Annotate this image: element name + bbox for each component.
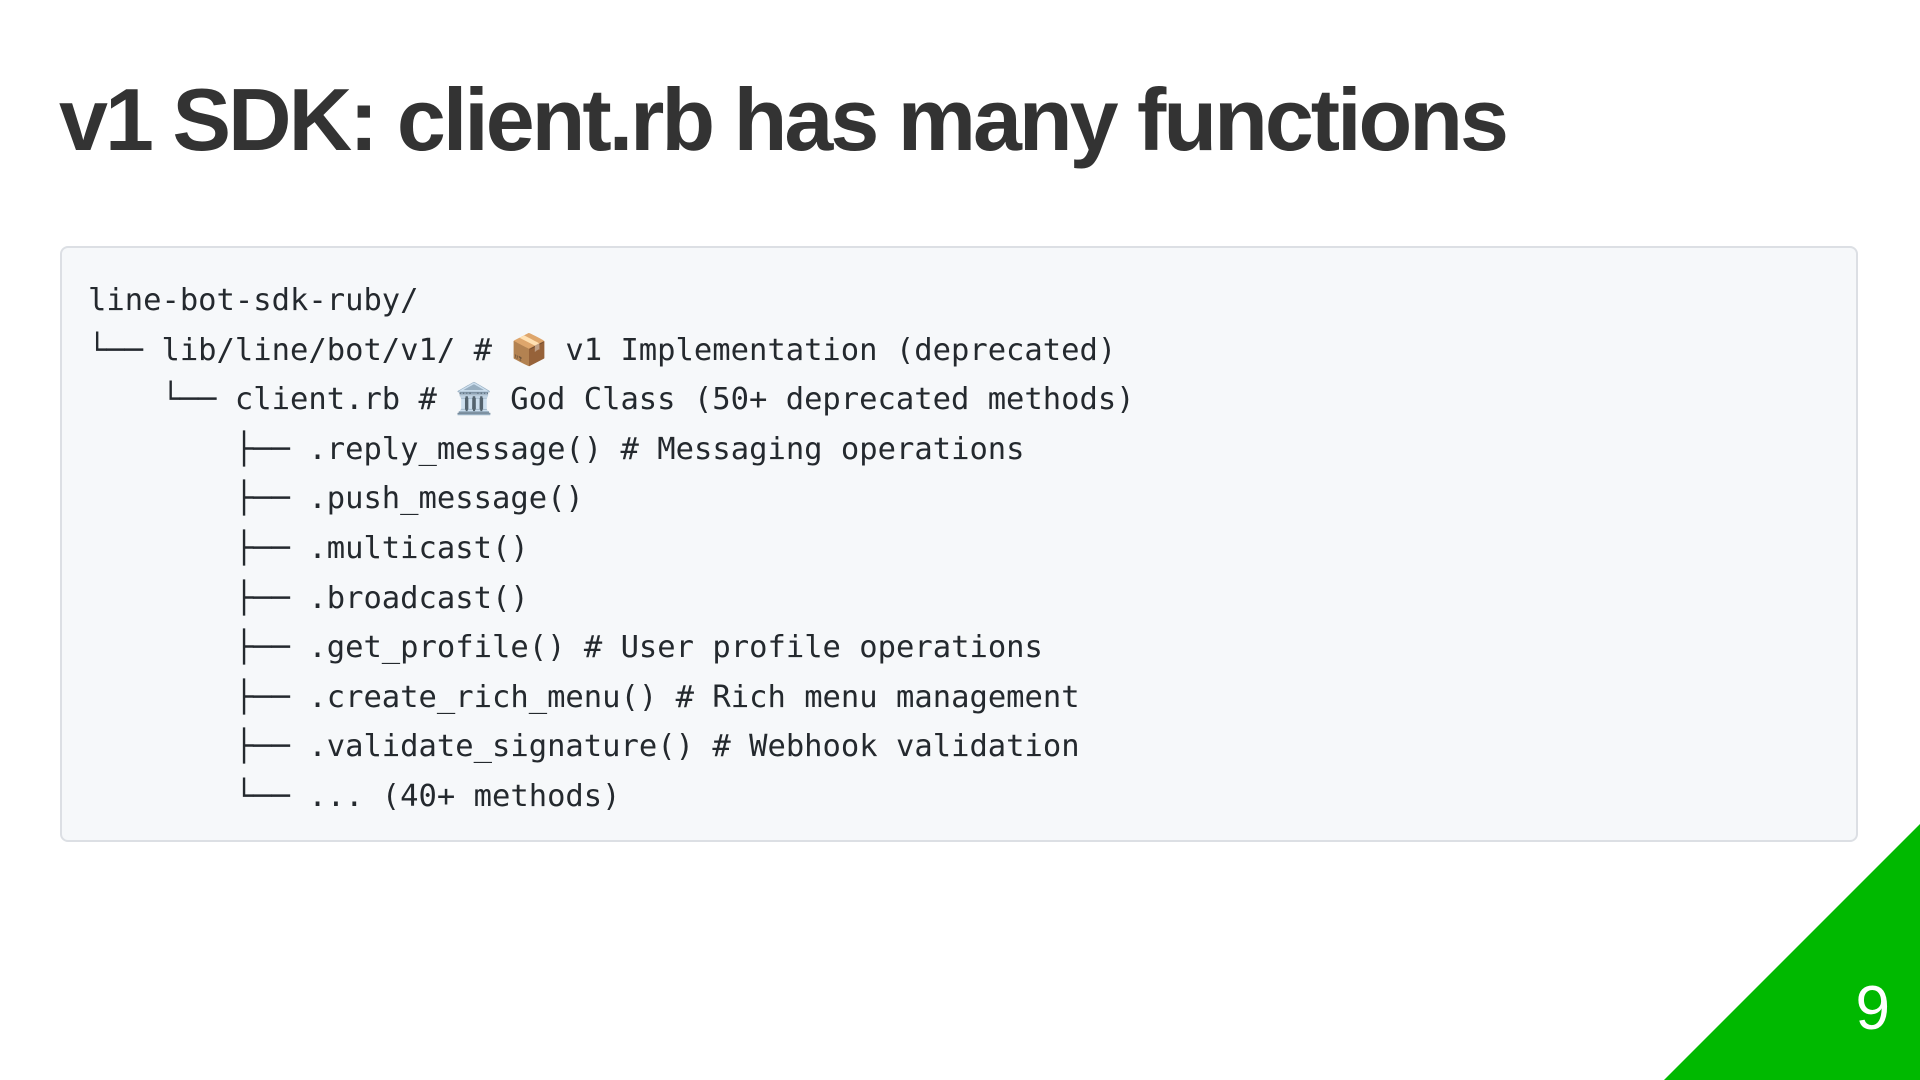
code-line: ├── .multicast() (88, 524, 1135, 574)
code-line: ├── .reply_message() # Messaging operati… (88, 425, 1135, 475)
package-icon: 📦 (510, 332, 549, 368)
code-line: └── client.rb # 🏛️ God Class (50+ deprec… (88, 375, 1135, 425)
column-padding (400, 382, 418, 417)
tree-path: ├── .push_message() (88, 481, 584, 517)
tree-path: └── lib/line/bot/v1/ (88, 332, 456, 368)
code-block: line-bot-sdk-ruby/ └── lib/line/bot/v1/ #… (60, 246, 1858, 842)
code-line: └── lib/line/bot/v1/ # 📦 v1 Implementati… (88, 326, 1135, 376)
tree-path: line-bot-sdk-ruby/ (88, 283, 419, 318)
column-padding (602, 432, 620, 467)
tree-path: └── client.rb (88, 382, 401, 418)
tree-path: ├── .multicast() (88, 530, 529, 566)
code-line: line-bot-sdk-ruby/ (88, 276, 1135, 326)
column-padding (565, 630, 583, 665)
code-content: line-bot-sdk-ruby/ └── lib/line/bot/v1/ #… (88, 276, 1135, 822)
code-line: ├── .validate_signature() # Webhook vali… (88, 722, 1135, 772)
tree-path: ├── .get_profile() (88, 630, 566, 666)
comment-marker: # (583, 630, 603, 666)
comment-marker: # (620, 431, 639, 467)
code-line: ├── .broadcast() (88, 574, 1135, 624)
comment-marker: # (712, 729, 731, 765)
corner-triangle (1664, 824, 1920, 1080)
tree-path: ├── .validate_signature() (88, 729, 694, 765)
code-comment: Rich menu management (712, 679, 1080, 715)
code-comment: Webhook validation (749, 729, 1080, 765)
page-number: 9 (1855, 974, 1890, 1043)
tree-path: ├── .reply_message() (88, 431, 603, 467)
code-comment: God Class (50+ deprecated methods) (510, 382, 1135, 418)
code-line: ├── .get_profile() # User profile operat… (88, 623, 1135, 673)
code-comment: v1 Implementation (deprecated) (565, 332, 1117, 368)
code-line: ├── .push_message() (88, 474, 1135, 524)
classical-building-icon: 🏛️ (455, 382, 494, 418)
column-padding (657, 680, 675, 715)
code-line: ├── .create_rich_menu() # Rich menu mana… (88, 673, 1135, 723)
code-comment: User profile operations (620, 630, 1043, 666)
code-comment: Messaging operations (657, 431, 1025, 467)
tree-path: ├── .create_rich_menu() (88, 679, 658, 715)
column-padding (694, 729, 712, 764)
comment-marker: # (418, 382, 437, 418)
tree-path: ├── .broadcast() (88, 580, 529, 616)
column-padding (455, 333, 473, 368)
comment-marker: # (675, 679, 694, 715)
comment-marker: # (473, 332, 493, 368)
code-line: └── ... (40+ methods) (88, 772, 1135, 822)
tree-path: └── ... (40+ methods) (88, 778, 621, 814)
slide-title: v1 SDK: client.rb has many functions (59, 70, 1509, 169)
